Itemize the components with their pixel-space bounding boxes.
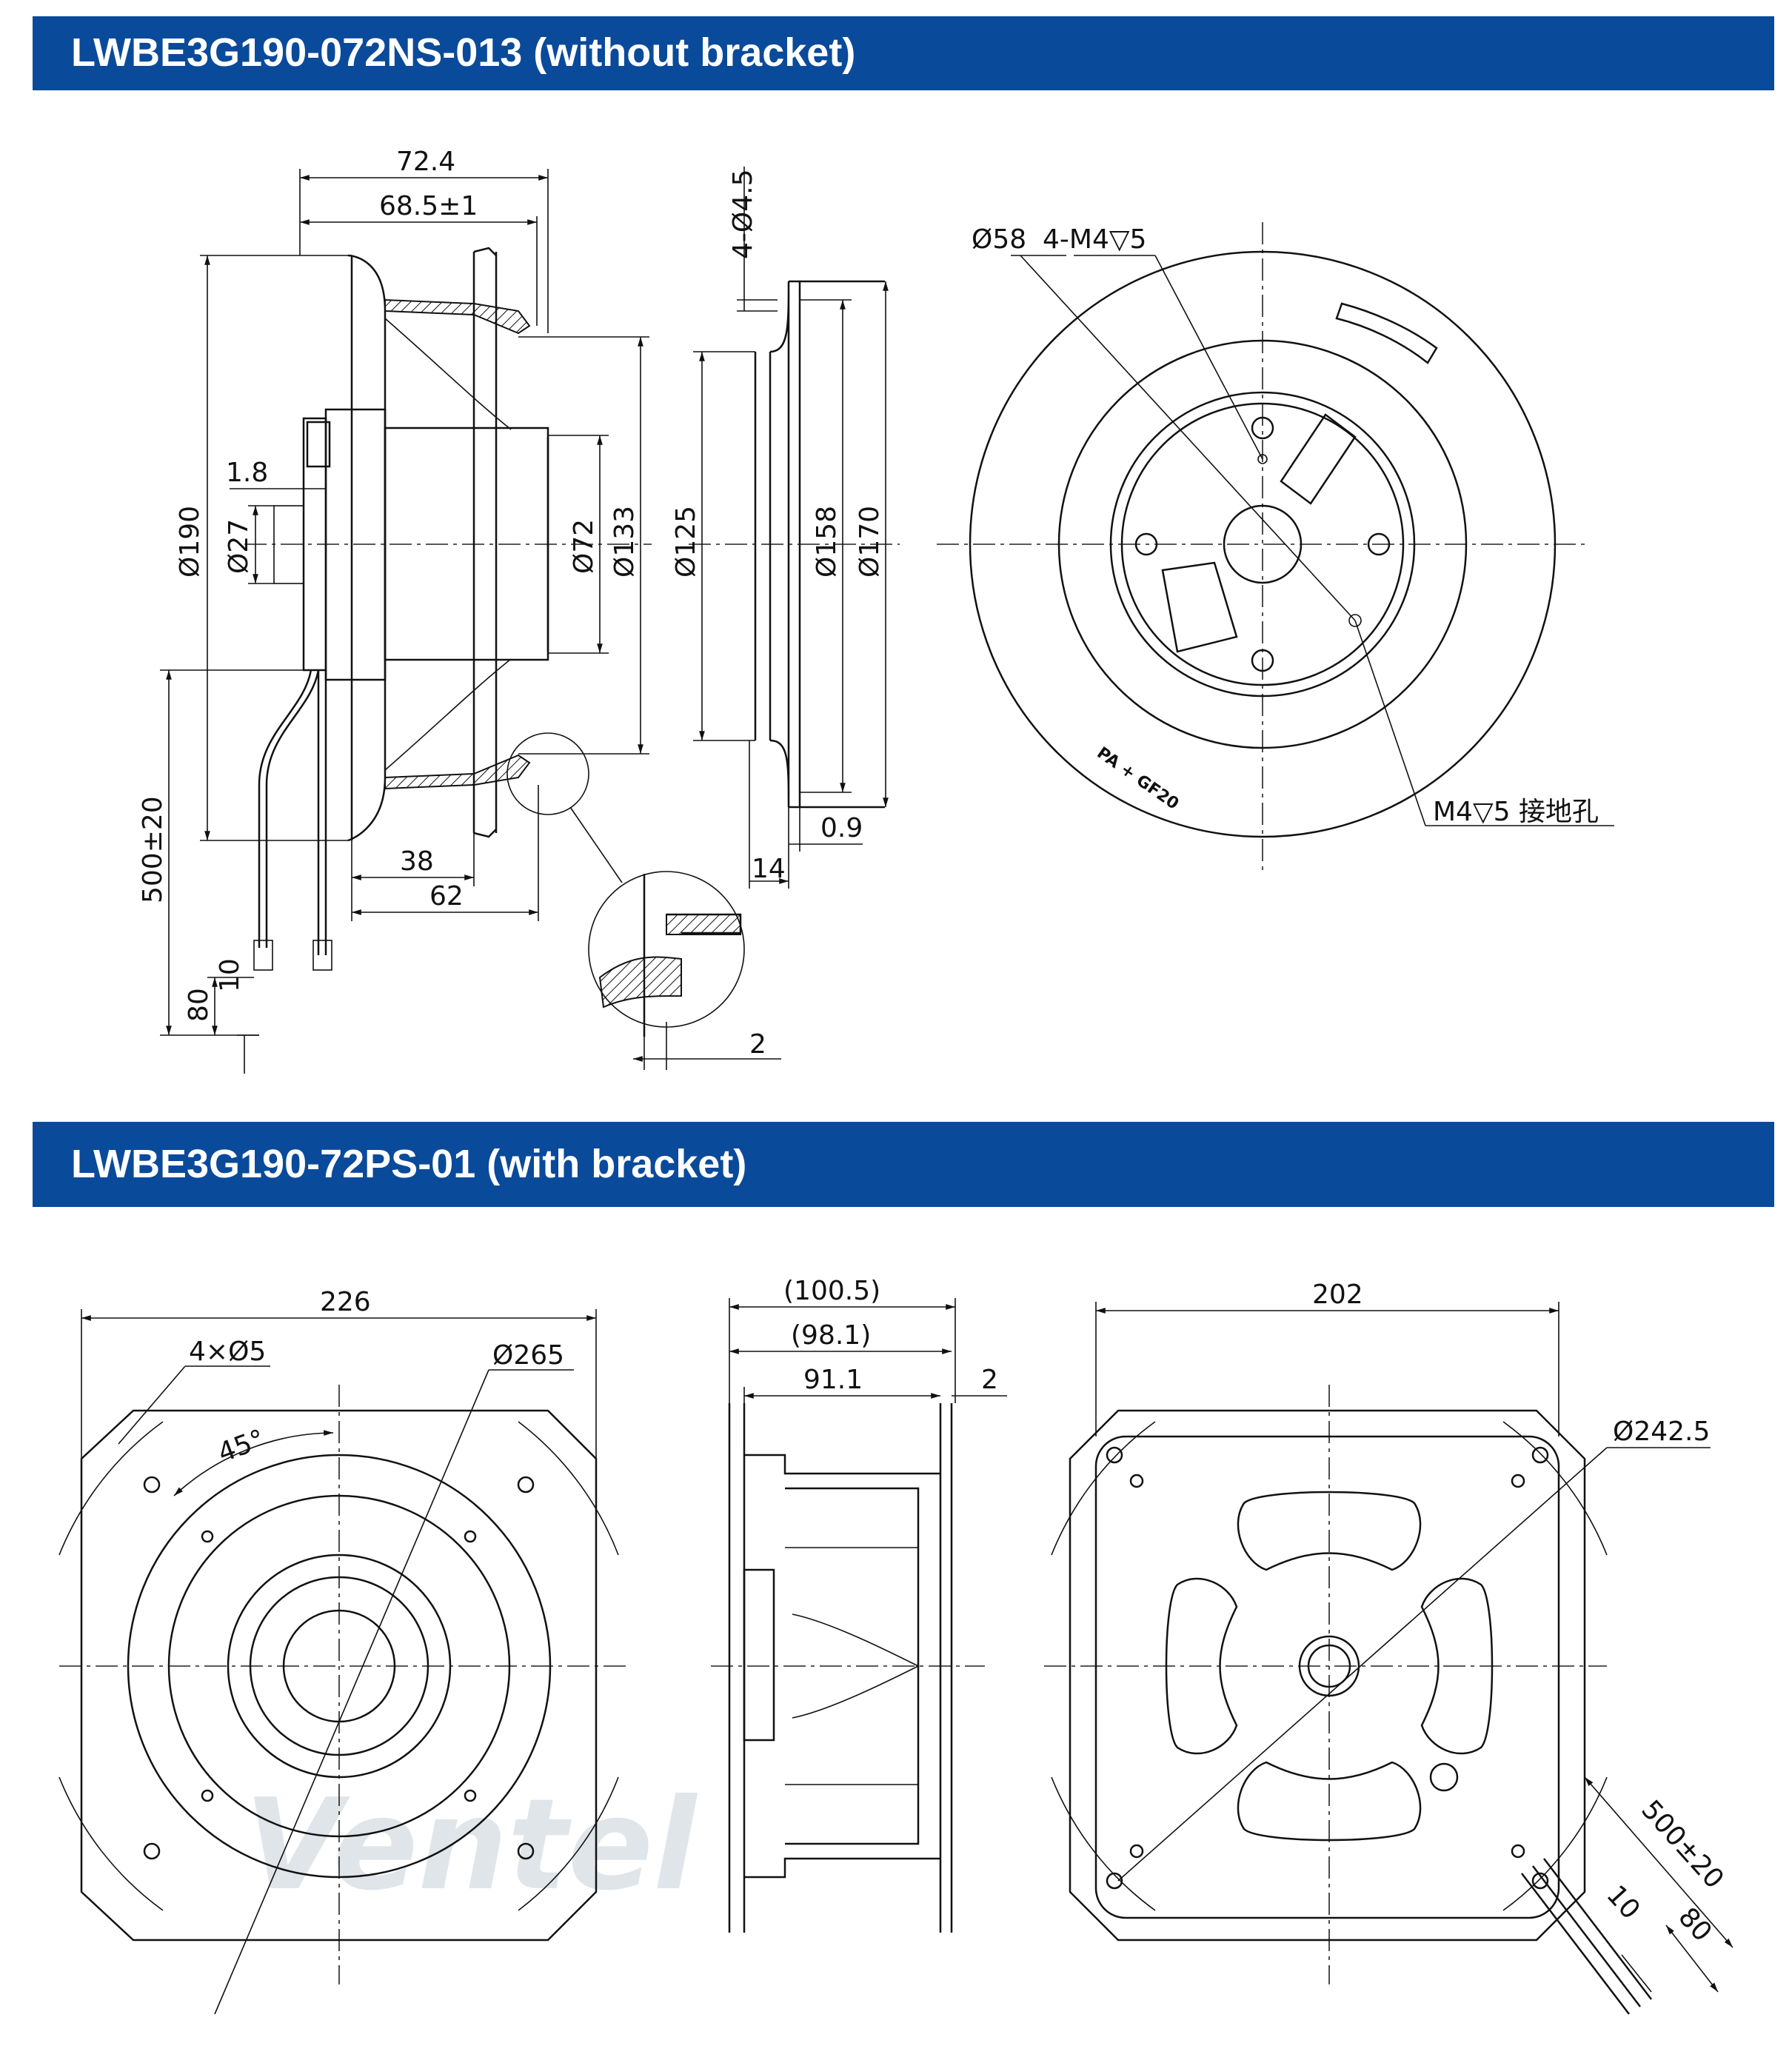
dim-label: Ø133 [609,506,640,578]
dim-label: Ø265 [492,1340,564,1371]
rear-view-with-bracket: Ø242.5 202 500±20 10 80 [1044,1280,1734,2015]
dim-label: 202 [1312,1280,1363,1310]
dim-label: 4×Ø5 [189,1337,266,1367]
dim-label: 62 [429,881,464,912]
section-header-without-bracket: LWBE3G190-072NS-013 (without bracket) [33,16,1774,90]
dim-label: 10 [1600,1880,1645,1925]
dim-label: M4▽5 接地孔 [1433,797,1599,827]
technical-drawing-without-bracket: 72.4 68.5±1 1.8 Ø190 Ø27 Ø72 Ø133 38 62 [138,147,1614,1074]
section-title: LWBE3G190-072NS-013 (without bracket) [71,30,856,75]
dim-label: 500±20 [1635,1795,1729,1895]
side-view-without-bracket: 72.4 68.5±1 1.8 Ø190 Ø27 Ø72 Ø133 38 62 [138,147,781,1074]
dim-label: Ø27 [224,519,254,574]
dim-label: Ø242.5 [1613,1417,1710,1447]
dim-label: 4-Ø4.5 [728,170,758,259]
dim-label: 80 [1672,1902,1717,1947]
dim-label: Ø190 [175,506,205,578]
dim-label: (98.1) [791,1320,871,1351]
section-header-with-bracket: LWBE3G190-72PS-01 (with bracket) [33,1122,1774,1207]
side-view-with-bracket: (100.5) (98.1) 91.1 2 [711,1276,1007,1933]
dim-label: 500±20 [138,796,168,903]
dim-label: 80 [184,988,214,1022]
dim-label: 14 [752,854,786,884]
dim-label: 38 [400,846,434,877]
dim-label: (100.5) [783,1276,880,1306]
dim-label: 91.1 [803,1365,863,1395]
dim-label: Ø72 [569,519,599,574]
dim-label: 2 [981,1365,998,1395]
dim-label: 4-M4▽5 [1043,224,1146,255]
dim-label: Ø170 [855,506,885,578]
dim-label: 1.8 [226,458,268,488]
section-title: LWBE3G190-72PS-01 (with bracket) [71,1142,747,1186]
dim-label: 0.9 [820,813,863,843]
dim-label: Ø58 [972,224,1026,255]
dim-label: 68.5±1 [379,191,478,221]
dim-label: 72.4 [396,147,455,177]
technical-drawing-with-bracket: Ventel 226 4×Ø5 Ø265 45° [58,1276,1734,2015]
dim-label: 226 [320,1287,371,1317]
dim-label: 45° [214,1424,269,1468]
dim-label: Ø158 [812,506,842,578]
dim-label: 2 [749,1029,766,1060]
profile-view: 4-Ø4.5 Ø125 Ø158 Ø170 0.9 14 [671,167,900,889]
dim-label: Ø125 [671,506,701,578]
dim-label: 10 [215,958,245,992]
rear-view-without-bracket: Ø58 4-M4▽5 M4▽5 接地孔 PA + GF20 [937,222,1614,870]
watermark: Ventel [244,1772,698,1919]
material-mark: PA + GF20 [1094,743,1183,813]
